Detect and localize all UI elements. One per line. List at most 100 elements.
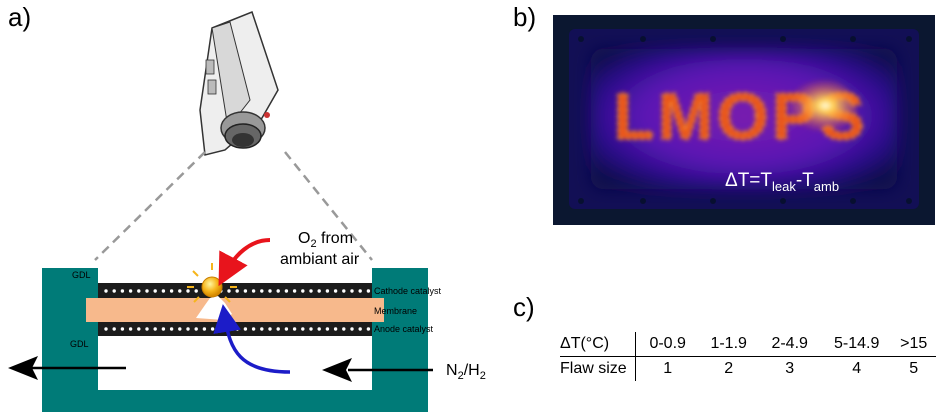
catalyst-dot <box>128 289 133 293</box>
o2-label-line1: O2 from <box>298 230 353 250</box>
view-line-left <box>94 151 206 261</box>
catalyst-dot <box>358 327 362 331</box>
gas-label: N2/H2 <box>446 362 486 382</box>
table-row: Flaw size 1 2 3 4 5 <box>560 356 936 381</box>
table-cell: 5 <box>909 360 919 377</box>
catalyst-dot <box>292 289 297 293</box>
fuel-cell-diagram: GDL GDL Cathode catalyst Membrane Anode … <box>8 11 486 412</box>
catalyst-dot <box>120 289 125 293</box>
catalyst-dot <box>333 289 338 293</box>
catalyst-dot <box>268 327 272 331</box>
gas-outlet-arrowhead <box>8 356 38 380</box>
table-cell: 1 <box>663 360 673 377</box>
table-cell: 0-0.9 <box>635 332 700 357</box>
h2-leak-arrow <box>213 304 291 374</box>
catalyst-dot <box>350 289 354 293</box>
catalyst-dot <box>317 327 321 331</box>
catalyst-dot <box>161 289 166 293</box>
catalyst-dot <box>342 289 346 293</box>
catalyst-dot <box>276 289 280 293</box>
catalyst-dot <box>284 289 289 293</box>
catalyst-dot <box>276 327 280 331</box>
catalyst-dot <box>227 289 231 293</box>
catalyst-dot <box>210 327 215 331</box>
gdl-top-label: GDL <box>72 270 91 280</box>
catalyst-dot <box>145 289 149 293</box>
catalyst-dot <box>342 327 346 331</box>
anode-catalyst-label: Anode catalyst <box>374 324 434 334</box>
catalyst-dot <box>366 289 371 293</box>
catalyst-dot <box>243 289 248 293</box>
thermal-camera-icon <box>199 11 279 156</box>
catalyst-dot <box>358 289 362 293</box>
membrane-layer <box>86 298 384 322</box>
table-cell: 2 <box>724 360 734 377</box>
panel-label-a: a) <box>8 2 32 32</box>
panel-label-c: c) <box>513 292 535 322</box>
catalyst-dot <box>292 327 297 331</box>
o2-arrow <box>218 238 271 287</box>
catalyst-dot <box>309 327 313 331</box>
catalyst-dot <box>260 327 264 331</box>
catalyst-dot <box>317 289 321 293</box>
table-cell: 3 <box>785 360 795 377</box>
delta-t-formula: ΔT=Tleak-Tamb <box>725 170 839 194</box>
catalyst-dot <box>284 327 289 331</box>
catalyst-dot <box>194 289 198 293</box>
catalyst-dot <box>333 327 338 331</box>
cathode-catalyst-layer <box>98 283 372 299</box>
catalyst-dot <box>153 327 157 331</box>
catalyst-dot <box>325 289 330 293</box>
catalyst-dot <box>268 289 272 293</box>
o2-label-line2: ambiant air <box>280 251 360 268</box>
catalyst-dot <box>178 289 182 293</box>
catalyst-dot <box>251 327 256 331</box>
catalyst-dot <box>161 327 166 331</box>
thermal-image: LMOPS ΔT=Tleak-Tamb <box>553 15 935 225</box>
catalyst-dot <box>350 327 354 331</box>
catalyst-dot <box>202 327 207 331</box>
panel-label-b: b) <box>513 2 537 32</box>
catalyst-dot <box>301 327 305 331</box>
catalyst-dot <box>169 289 174 293</box>
catalyst-dot <box>112 327 116 331</box>
catalyst-dot <box>243 327 248 331</box>
catalyst-dot <box>104 289 108 293</box>
table-cell: 1-1.9 <box>699 332 758 357</box>
catalyst-dot <box>194 327 198 331</box>
table-cell: >15 <box>891 332 936 357</box>
membrane-label: Membrane <box>374 306 417 316</box>
view-line-right <box>284 151 373 261</box>
catalyst-dot <box>169 327 174 331</box>
catalyst-dot <box>178 327 182 331</box>
table-cell: 2-4.9 <box>757 332 822 357</box>
table-row: ΔT(°C) 0-0.9 1-1.9 2-4.9 5-14.9 >15 <box>560 332 936 357</box>
gas-inlet-arrowhead <box>322 358 352 382</box>
table-cell: 5-14.9 <box>821 332 892 357</box>
cathode-catalyst-label: Cathode catalyst <box>374 286 442 296</box>
catalyst-dot <box>366 327 371 331</box>
flaw-size-label: Flaw size <box>560 356 636 381</box>
catalyst-dot <box>186 289 190 293</box>
catalyst-dot <box>219 327 223 331</box>
catalyst-dot <box>137 289 141 293</box>
catalyst-dot <box>251 289 256 293</box>
table-cell: 4 <box>852 360 862 377</box>
catalyst-dot <box>137 327 141 331</box>
catalyst-dot <box>235 327 239 331</box>
catalyst-dot <box>235 289 239 293</box>
catalyst-dot <box>104 327 108 331</box>
catalyst-dot <box>153 289 157 293</box>
gdl-bottom-label: GDL <box>70 339 89 349</box>
catalyst-dot <box>112 289 116 293</box>
catalyst-dot <box>301 289 305 293</box>
flaw-size-table: ΔT(°C) 0-0.9 1-1.9 2-4.9 5-14.9 >15 Flaw… <box>560 332 945 381</box>
catalyst-dot <box>128 327 133 331</box>
catalyst-dot <box>186 327 190 331</box>
catalyst-dot <box>145 327 149 331</box>
catalyst-dot <box>309 289 313 293</box>
catalyst-dot <box>120 327 125 331</box>
catalyst-dot <box>325 327 330 331</box>
hot-spot-icon <box>187 263 237 303</box>
delta-t-header: ΔT(°C) <box>560 332 636 357</box>
